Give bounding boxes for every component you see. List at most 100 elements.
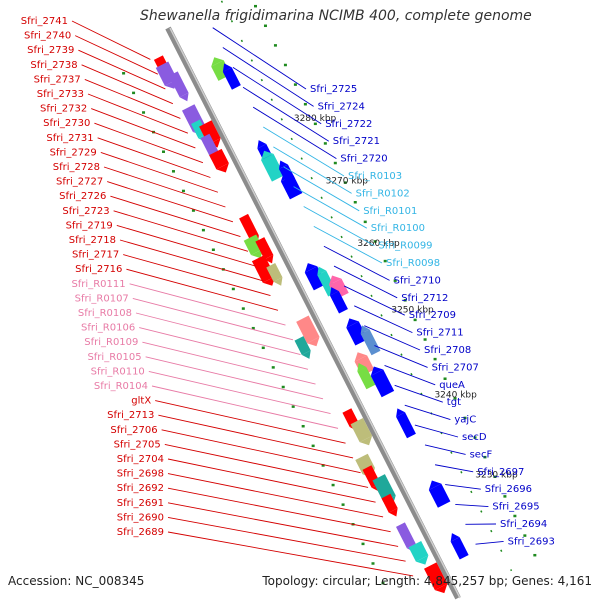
tick-mark [443,377,447,380]
leader-line [323,245,390,281]
gene-arrowhead [388,508,398,517]
gene-arrowhead [261,150,274,161]
gene-label: Sfri_2737 [34,74,81,85]
tick-mark [483,455,487,459]
leader-line [110,195,241,237]
leader-line [384,364,436,386]
gene-arrowhead [307,336,320,347]
gene-block [350,417,373,443]
gene-feature [168,71,189,102]
tick-mark [171,170,175,173]
gene-label: Sfri_R0101 [363,206,417,217]
leader-line [283,166,360,212]
gene-arrowhead [273,277,283,286]
gene-feature [209,148,229,173]
tick-mark [473,436,477,439]
gene-label: Sfri_2720 [340,154,387,165]
gene-label: Sfri_2690 [117,512,164,523]
tick-mark [142,111,146,114]
tick-mark [301,424,305,428]
gene-label: Sfri_2724 [318,101,365,112]
tick-mark [533,553,537,557]
tick-mark [393,279,397,282]
leader-line [129,283,286,326]
leader-line [167,516,406,562]
gene-label: Sfri_2692 [117,483,164,494]
scale-label: 3280 kbp [294,114,337,124]
gene-label: Sfri_2693 [508,536,555,547]
leader-line [107,181,234,223]
gene-block [329,291,348,314]
gene-label: Sfri_2707 [432,362,479,373]
tick-mark [403,299,407,302]
leader-line [155,400,346,444]
left-label-group: Sfri_2741Sfri_2740Sfri_2739Sfri_2738Sfri… [21,16,414,577]
tick-mark [453,397,457,400]
gene-feature [266,262,283,286]
leader-line [455,504,489,508]
tick-mark [231,287,235,291]
genome-backbone [165,26,461,600]
leader-line [167,502,399,547]
gene-block [222,67,241,90]
tick-mark [273,44,277,47]
scale-label: 3230 kbp [475,471,518,481]
gene-arrowhead [450,533,460,542]
tick-mark [283,63,287,67]
tick-mark [323,142,327,145]
leader-line [303,206,375,246]
tick-mark [293,83,297,86]
tick-mark [331,483,335,487]
gene-arrowhead [216,163,229,173]
gene-label: Sfri_2706 [110,425,157,436]
gene-arrowhead [222,63,232,72]
gene-arrowhead [360,325,370,334]
leader-line [81,64,174,105]
leader-line [78,49,166,90]
gene-label: Sfri_2732 [40,104,87,115]
leader-line [167,487,391,533]
tick-mark [291,405,295,408]
gene-feature [370,366,395,398]
gene-label: Sfri_R0103 [348,171,402,182]
gene-feature [329,287,348,314]
leader-line [475,540,504,545]
leader-line [374,345,428,368]
gene-arrowhead [279,160,288,169]
gene-feature [360,325,381,356]
gene-block [251,254,276,283]
leader-line [333,265,398,299]
leader-line [222,47,314,107]
leader-line [148,370,331,415]
gene-block [346,321,368,346]
tick-mark [383,259,387,263]
genome-title: Shewanella frigidimarina NCIMB 400, comp… [140,8,532,24]
gene-label: Sfri_2717 [72,250,119,261]
tick-marks [122,4,537,585]
tick-mark [361,542,365,546]
gene-label: Sfri_2705 [114,439,161,450]
gene-block [381,493,398,513]
genome-backbone-highlight [169,27,461,599]
leader-line [435,464,474,473]
leader-line [167,531,414,577]
leader-line [100,151,219,193]
tick-mark [313,122,317,126]
leader-line [404,404,451,421]
gene-arrowhead [264,254,274,264]
tick-mark [371,562,375,565]
gene-block [424,562,448,591]
leader-line [103,166,226,208]
gene-label: Sfri_2738 [30,60,77,71]
leader-line [75,35,159,75]
leader-line [142,341,316,385]
leader-line [123,254,271,296]
gene-label: Sfri_R0106 [81,323,135,334]
tick-mark [363,220,367,224]
gene-block [450,537,469,560]
tick-mark [211,248,215,252]
tick-mark [413,318,417,322]
gene-feature [424,562,448,594]
